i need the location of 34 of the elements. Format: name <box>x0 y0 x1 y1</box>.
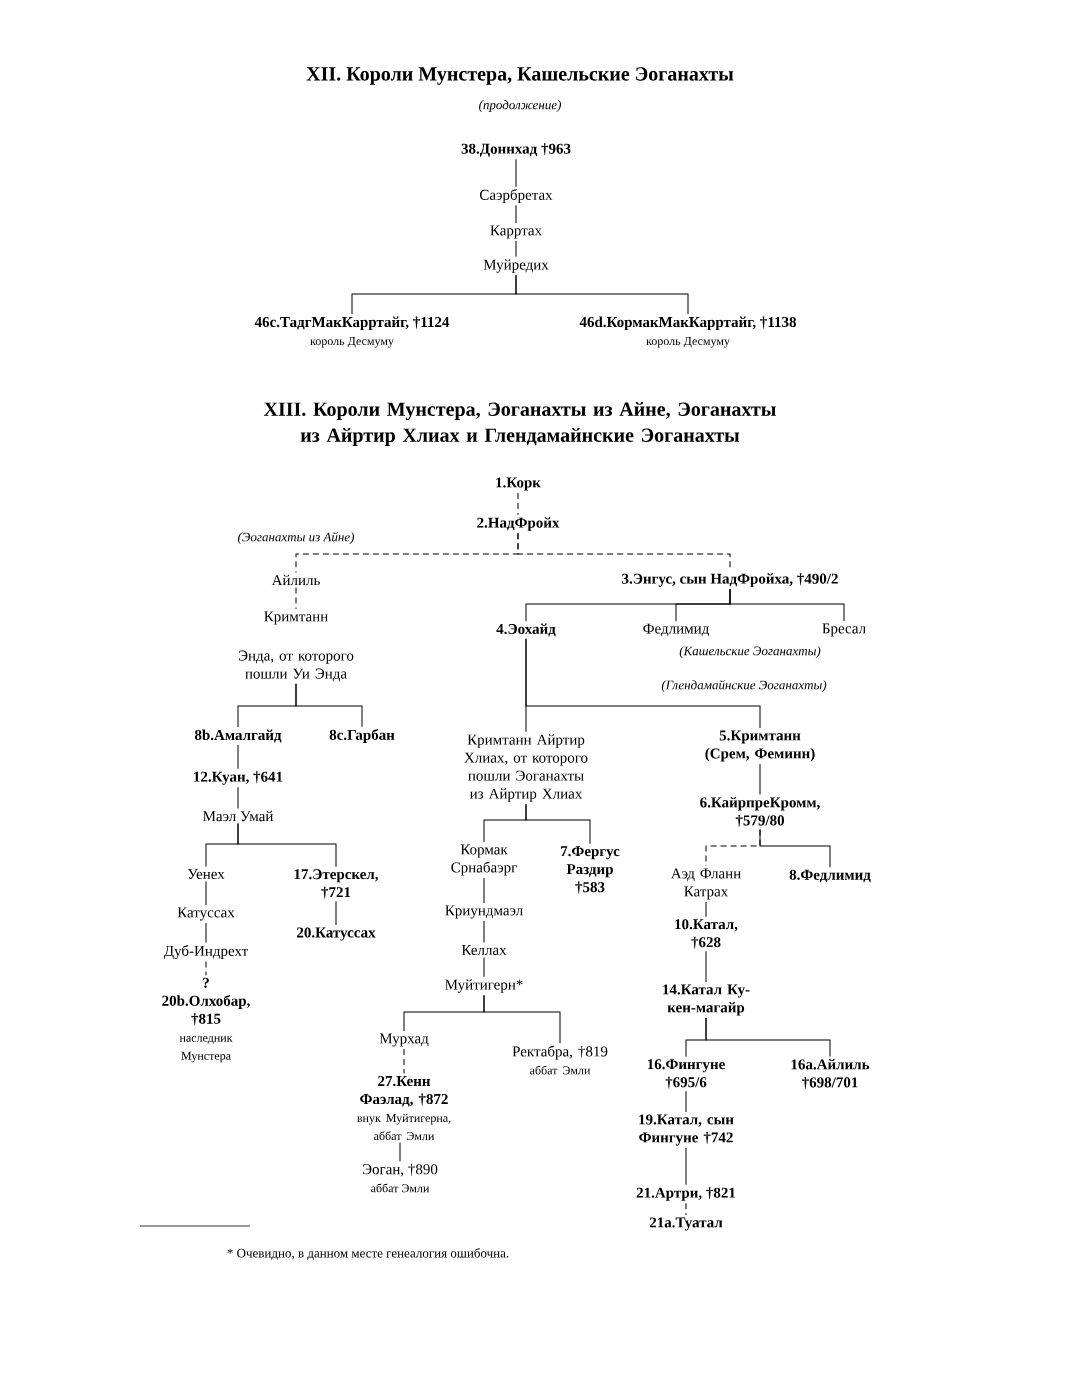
tree-line <box>237 786 239 809</box>
tree-line <box>205 960 207 976</box>
tree-line <box>205 880 207 906</box>
tree-line <box>525 638 761 729</box>
tree-line <box>515 274 689 315</box>
tree-line <box>295 683 363 728</box>
tree-line <box>237 823 337 868</box>
tree-line <box>483 920 485 944</box>
tree-line <box>705 950 707 983</box>
tree-line <box>237 744 239 770</box>
tree-line <box>705 1017 831 1058</box>
tree-line <box>483 877 485 904</box>
tree-line <box>685 1202 687 1216</box>
tree-line <box>517 492 519 516</box>
tree-line <box>295 587 297 610</box>
tree-line <box>399 1141 401 1162</box>
tree-line <box>729 588 845 622</box>
tree-line <box>759 763 761 796</box>
tree-line <box>483 994 561 1044</box>
tree-line <box>517 532 731 572</box>
tree-line <box>685 1090 687 1113</box>
tree-line <box>403 1048 405 1075</box>
tree-line <box>759 828 831 868</box>
tree-line <box>515 204 517 224</box>
tree-line <box>483 956 485 978</box>
tree-line <box>705 901 707 918</box>
tree-line <box>525 803 591 845</box>
tree-line <box>335 900 337 926</box>
section-heading: XII. Короли Мунстера, Кашельские Эоганахты <box>306 67 734 85</box>
tree-line <box>205 922 207 944</box>
tree-line <box>515 158 517 188</box>
section-heading: XIII. Короли Мунстера, Эоганахты из Айне, Эоганахты из Айртир Хлиах и Глендамайнские Эоганахты <box>263 402 776 446</box>
tree-line <box>685 1147 687 1186</box>
tree-line <box>515 240 517 258</box>
